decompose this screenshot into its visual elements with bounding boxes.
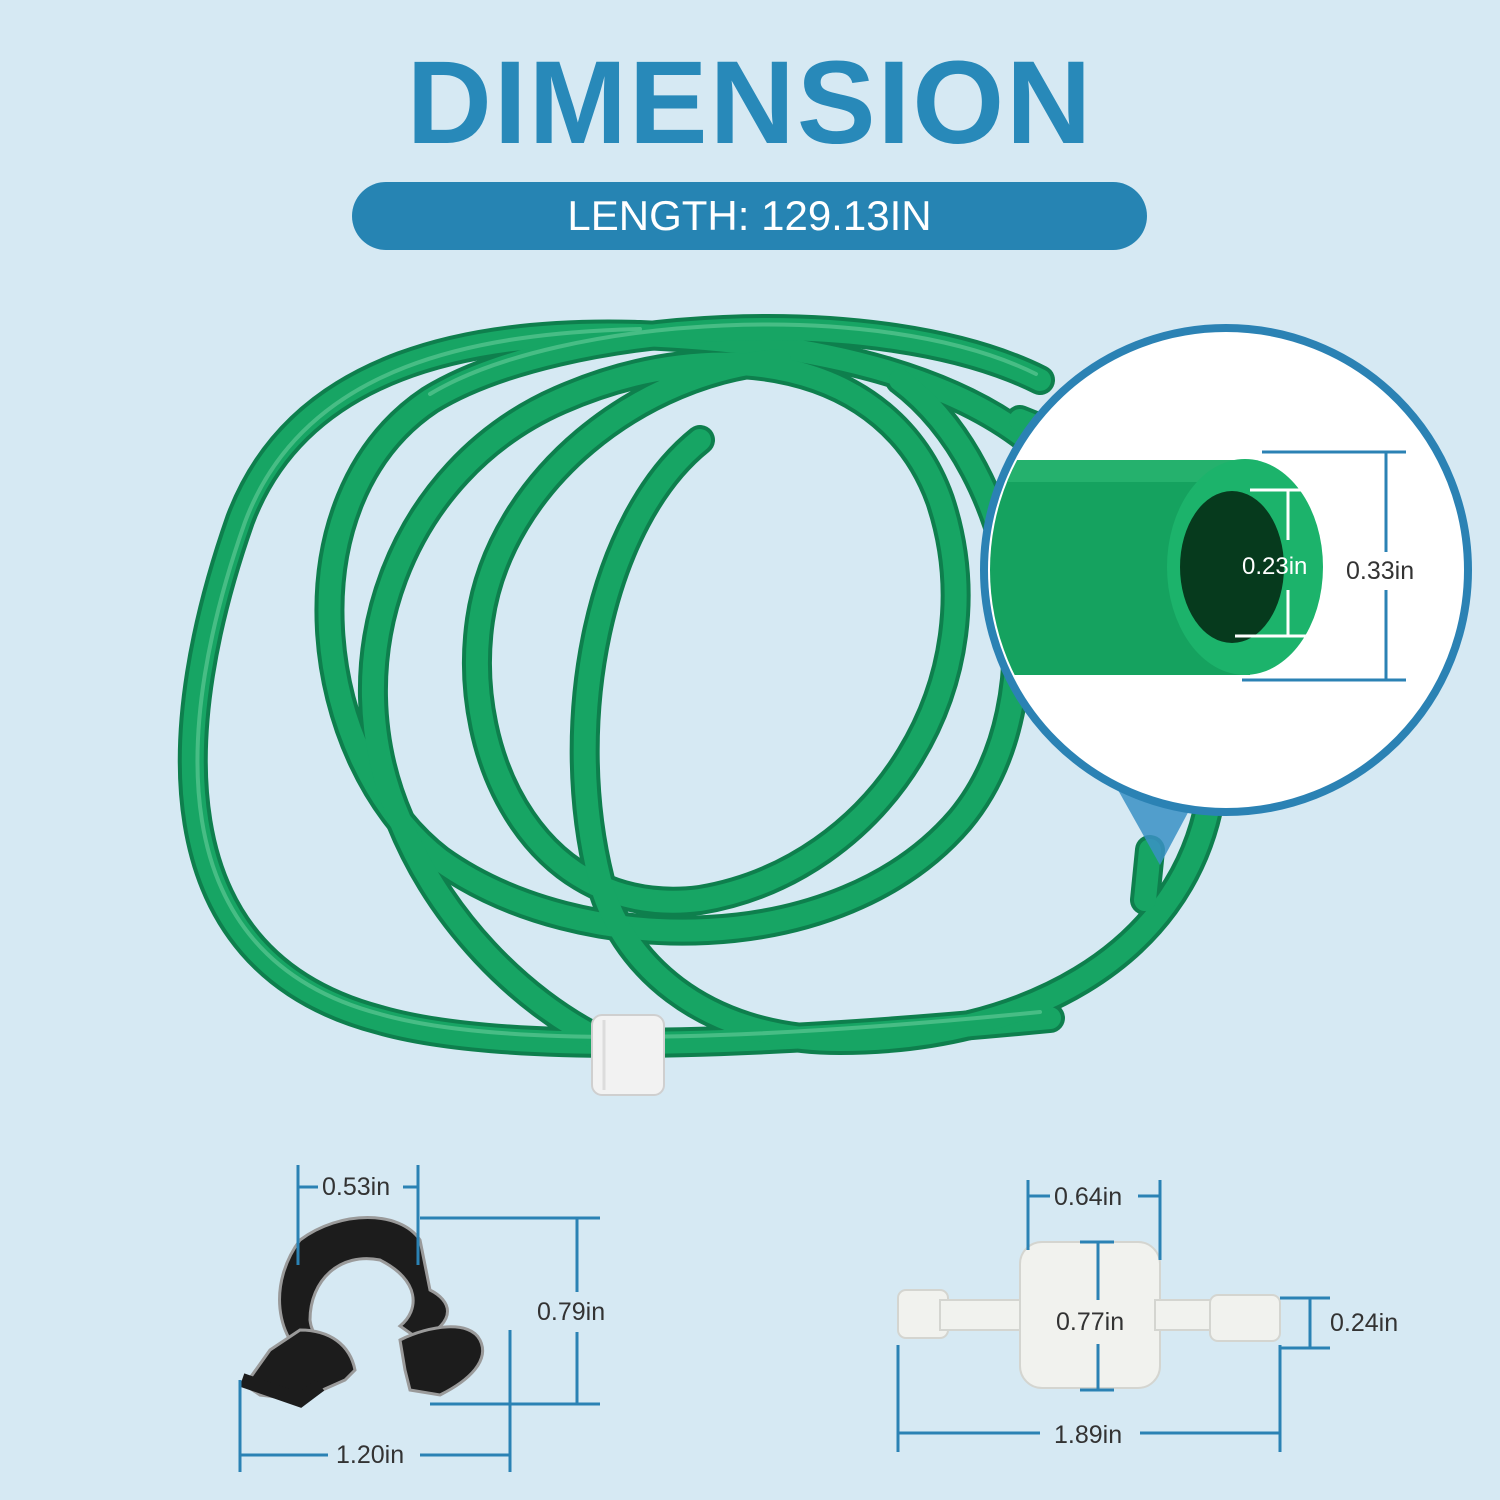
valve-barb-label: 0.24in [1330,1309,1399,1337]
length-badge: LENGTH: 129.13IN [352,182,1147,250]
hose-clamp [239,1216,485,1408]
valve-length-label: 1.89in [1054,1421,1123,1449]
zoom-dimension-lines [1235,488,1310,638]
outer-diameter-label: 0.33in [1342,556,1419,586]
green-tube-coil [177,314,1233,1058]
clamp-height-label: 0.79in [533,1297,610,1327]
tube-zoom-circle [980,324,1472,816]
clamp-width-label: 1.20in [336,1441,405,1469]
valve-body-width-label: 0.64in [1054,1183,1123,1211]
page-title: DIMENSION [406,37,1094,169]
clamp-dimension-lines [238,1165,600,1472]
valve-dimension-lines [896,1180,1330,1452]
clamp-opening-label: 0.53in [322,1173,391,1201]
valve-body-height-label: 0.77in [1052,1307,1129,1337]
inner-diameter-label: 0.23in [1242,553,1308,580]
tube-connector [591,1014,665,1096]
